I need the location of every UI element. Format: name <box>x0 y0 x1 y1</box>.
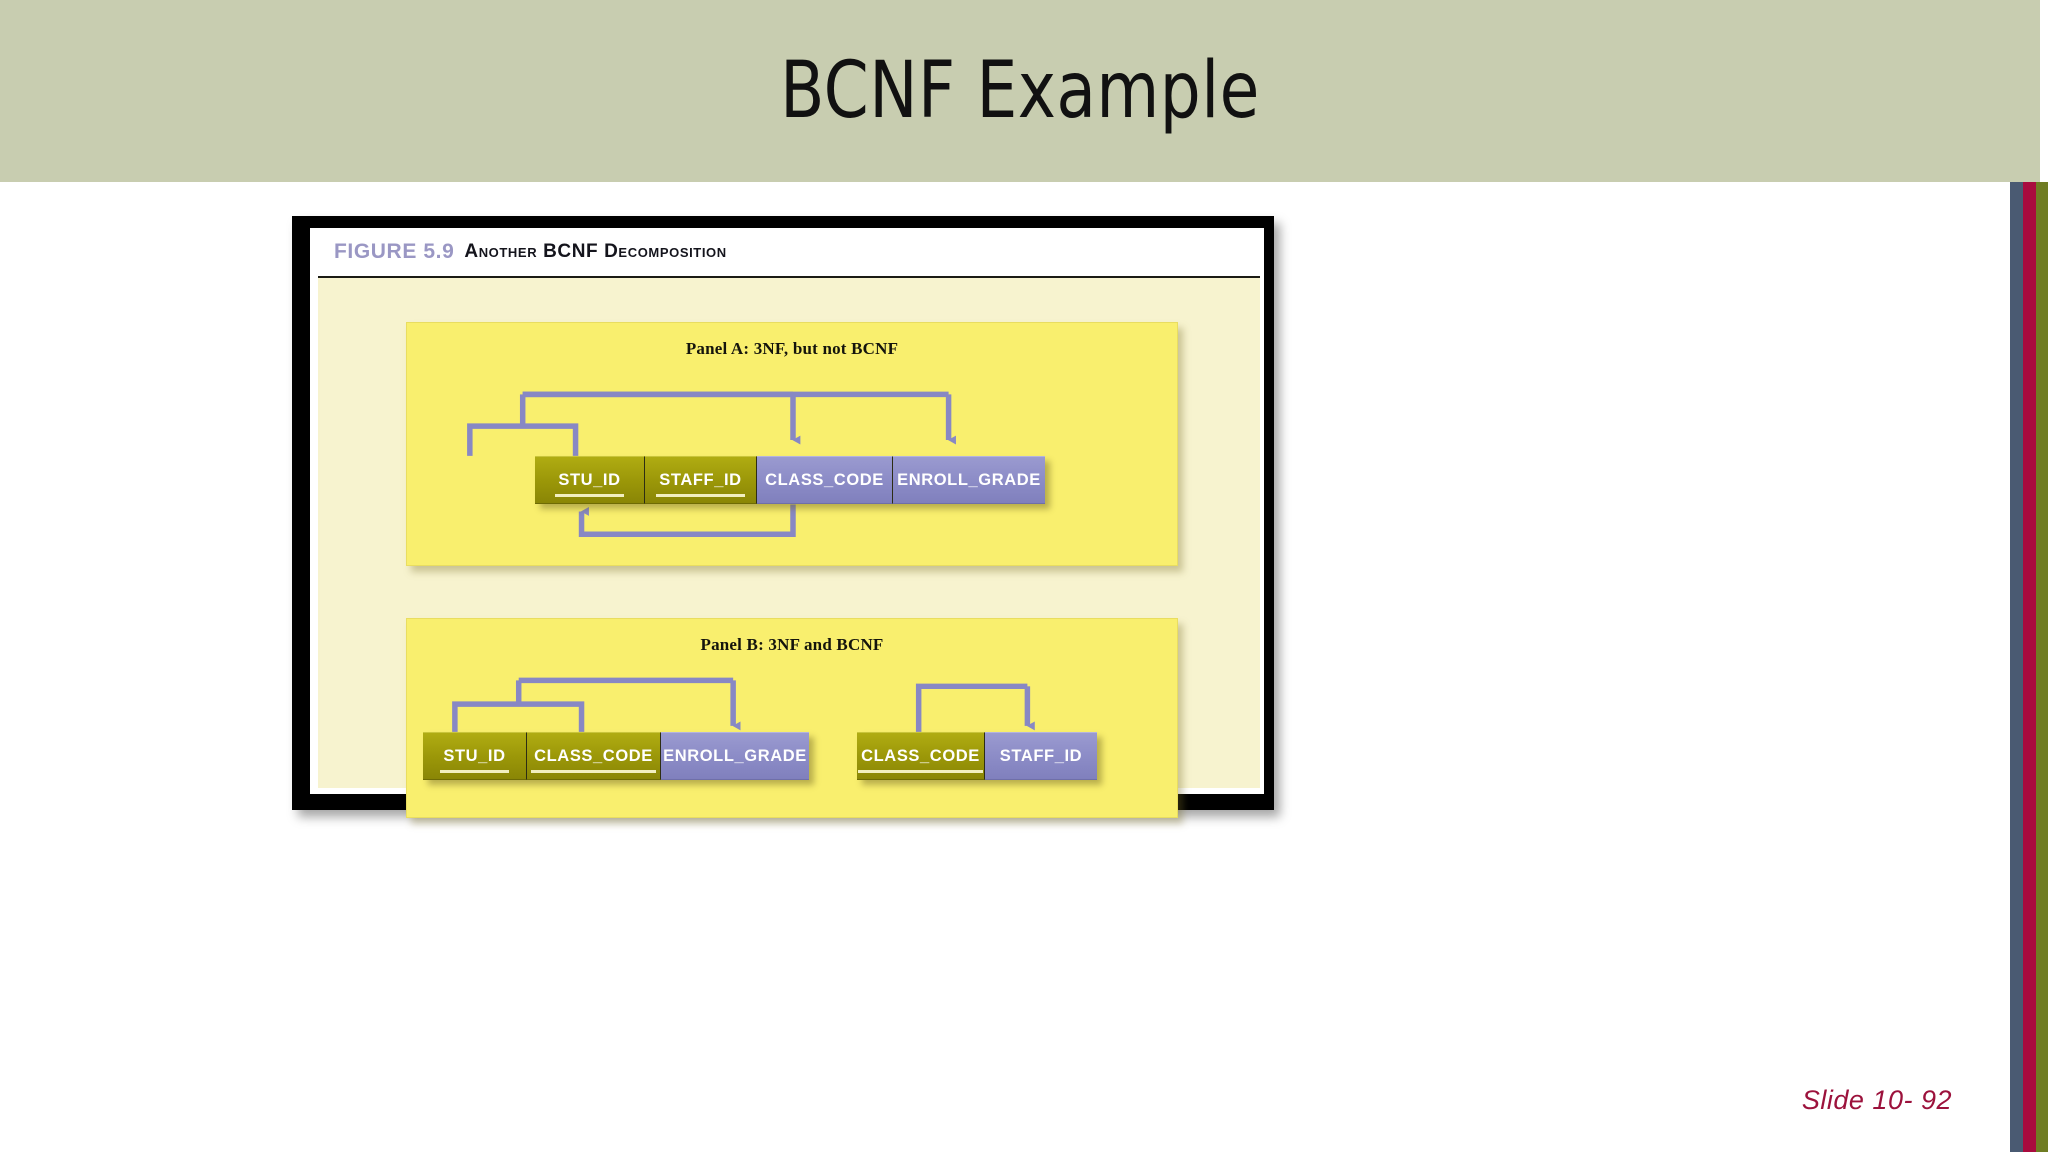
attribute-label: CLASS_CODE <box>765 470 884 489</box>
figure-inner: FIGURE 5.9 Another BCNF Decomposition Pa… <box>310 228 1264 818</box>
slide-number-footer: Slide 10- 92 <box>1801 1085 1952 1115</box>
stripe-gap <box>2000 182 2010 1152</box>
attribute-staff-id: STAFF_ID <box>985 732 1097 780</box>
attribute-label: CLASS_CODE <box>531 746 656 773</box>
panel-a: Panel A: 3NF, but not BCNF <box>406 322 1178 566</box>
edge-stripe-red <box>2023 182 2037 1152</box>
slide-title-banner: BCNF Example <box>0 0 2040 182</box>
attribute-stu-id: STU_ID <box>535 456 645 504</box>
attribute-label: STAFF_ID <box>999 746 1083 765</box>
figure-body: Panel A: 3NF, but not BCNF <box>318 276 1260 818</box>
attribute-label: ENROLL_GRADE <box>897 470 1041 489</box>
attribute-staff-id: STAFF_ID <box>645 456 757 504</box>
panel-b-title: Panel B: 3NF and BCNF <box>700 635 884 654</box>
panel-a-dependency-arrows <box>467 391 956 537</box>
panel-a-title: Panel A: 3NF, but not BCNF <box>685 339 899 358</box>
attribute-table: STU_ID STAFF_ID CLASS_CODE ENROLL_GRADE <box>535 456 1045 504</box>
figure-caption: FIGURE 5.9 Another BCNF Decomposition <box>310 228 1264 276</box>
attribute-class-code: CLASS_CODE <box>857 732 985 780</box>
page-title: BCNF Example <box>780 46 1260 136</box>
edge-stripe-olive <box>2036 182 2048 1152</box>
attribute-class-code: CLASS_CODE <box>527 732 661 780</box>
attribute-label: STU_ID <box>555 470 624 497</box>
attribute-table: CLASS_CODE STAFF_ID <box>857 732 1097 780</box>
figure-frame: FIGURE 5.9 Another BCNF Decomposition Pa… <box>292 216 1274 818</box>
panel-b: Panel B: 3NF and BCNF <box>406 618 1178 818</box>
edge-stripe-blue <box>2009 182 2024 1152</box>
attribute-label: STU_ID <box>440 746 509 773</box>
figure-number: FIGURE 5.9 <box>334 240 455 263</box>
attribute-label: CLASS_CODE <box>858 746 983 773</box>
attribute-enroll-grade: ENROLL_GRADE <box>893 456 1045 504</box>
attribute-stu-id: STU_ID <box>423 732 527 780</box>
attribute-label: ENROLL_GRADE <box>663 746 807 765</box>
attribute-table: STU_ID CLASS_CODE ENROLL_GRADE <box>423 732 809 780</box>
attribute-enroll-grade: ENROLL_GRADE <box>661 732 809 780</box>
attribute-class-code: CLASS_CODE <box>757 456 893 504</box>
decorative-edge-stripes <box>2000 182 2048 1152</box>
figure-title: Another BCNF Decomposition <box>464 241 727 262</box>
attribute-label: STAFF_ID <box>656 470 746 497</box>
